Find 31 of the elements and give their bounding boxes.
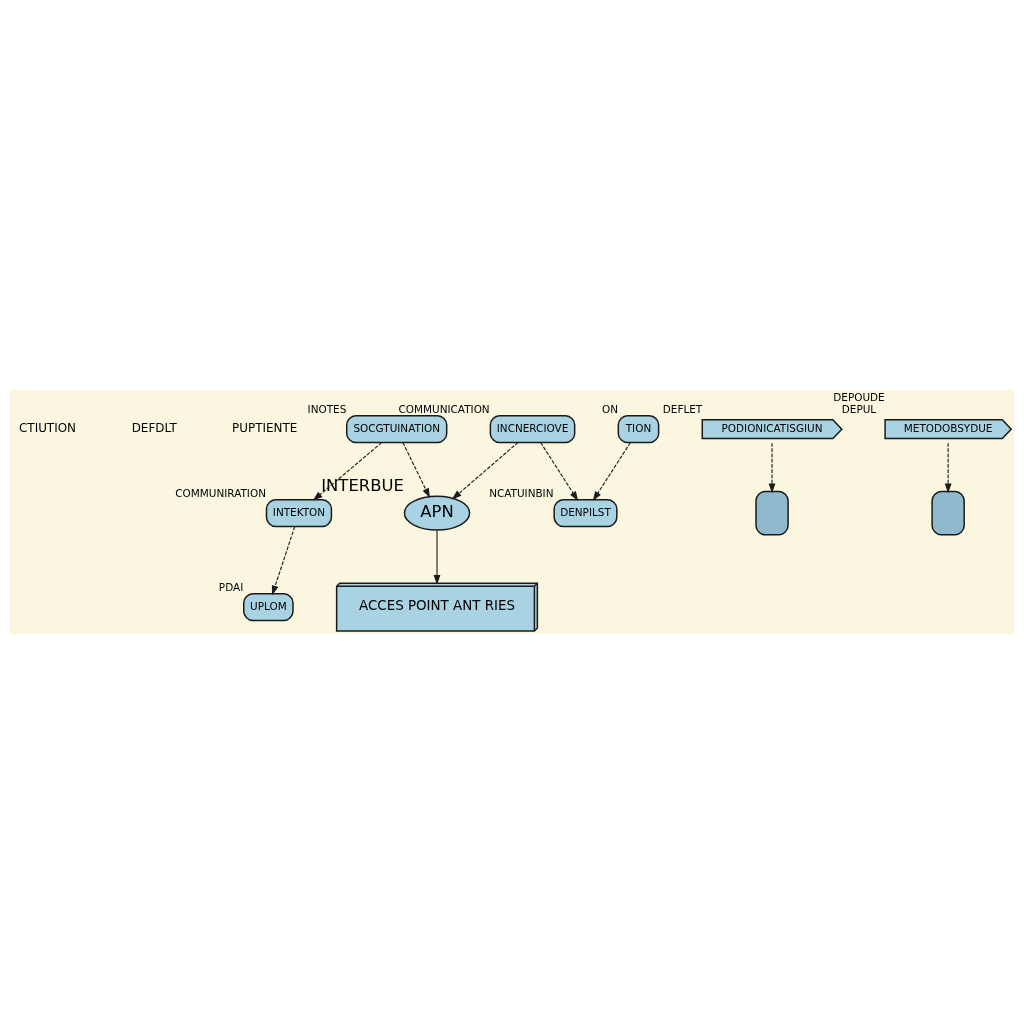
node-label: DEPOUDE — [833, 391, 885, 404]
node-ellipse: APN — [403, 495, 471, 531]
arrow — [312, 442, 383, 501]
node-label: PDAI — [218, 580, 244, 593]
node-box: DENPILST — [553, 498, 618, 528]
node-label: DEFLET — [662, 402, 703, 415]
arrow — [944, 442, 952, 494]
node-box: UPLOM — [243, 592, 294, 622]
node-label: INTERBUE — [321, 476, 404, 496]
node-label: ON — [602, 402, 619, 415]
arrow — [592, 442, 631, 501]
arrow — [768, 442, 776, 494]
node-box: INCNERCIOVE — [489, 415, 576, 444]
node-label: DEPUL — [841, 402, 877, 415]
arrow — [433, 529, 441, 585]
arrow — [540, 442, 579, 501]
arrow — [402, 442, 430, 498]
label: CTIUTION — [19, 421, 76, 436]
node-label: COMMUNIRATION — [175, 486, 266, 499]
node-box: SOCGTUINATION — [345, 415, 448, 444]
label: DEFDLT — [131, 421, 177, 436]
node-box — [755, 490, 789, 536]
arrow — [271, 526, 296, 596]
arrow — [451, 442, 519, 500]
label: PUPTIENTE — [232, 421, 298, 436]
node-label: NCATUINBIN — [489, 486, 554, 499]
node-label: COMMUNICATION — [398, 402, 490, 415]
node-box: TION — [617, 415, 660, 444]
node-box — [931, 490, 965, 536]
node-label: INOTES — [307, 402, 347, 415]
node-box: INTEKTON — [265, 498, 333, 528]
